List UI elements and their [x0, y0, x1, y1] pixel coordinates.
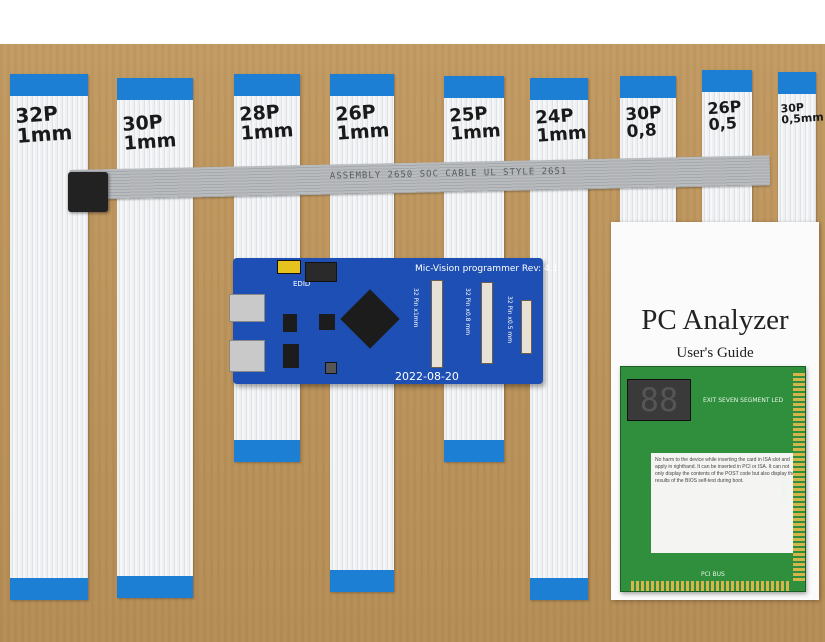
silk-32pin-0-8mm: 32 Pin x0.8 mm: [464, 288, 471, 336]
cable-label: 30P 0,5mm: [780, 100, 825, 127]
silk-32pin-1mm: 32 Pin x1mm: [412, 288, 419, 328]
board-date: 2022-08-20: [395, 370, 459, 383]
ribbon-print: ASSEMBLY 2650 SOC CABLE UL STYLE 2651: [329, 166, 568, 182]
idc-connector: [68, 172, 108, 212]
cable-label: 25P 1mm: [448, 103, 502, 145]
cable-stiffener-tab: [234, 74, 300, 96]
cable-label: 24P 1mm: [534, 105, 588, 147]
pin-header: [305, 262, 337, 282]
manual-subtitle: User's Guide: [676, 345, 754, 361]
silk-32pin-0-5mm: 32 Pin x0.5 mm: [506, 296, 513, 344]
cable-stiffener-tab: [117, 576, 193, 598]
cable-label: 30P 0,8: [624, 102, 663, 143]
seven-segment-display: 88: [627, 379, 691, 421]
cable-label: 30P 1mm: [121, 111, 178, 155]
cable-stiffener-tab: [10, 578, 88, 600]
usb-port-top: [229, 294, 265, 322]
ffc-cable-26p-0-5: 26P 0,5: [702, 70, 752, 222]
ffc-cable-32p: 32P 1mm: [10, 74, 88, 600]
regulator: [283, 344, 299, 368]
small-ic: [319, 314, 335, 330]
cable-stiffener-tab: [444, 76, 504, 98]
cable-stiffener-tab: [702, 70, 752, 92]
small-ic: [283, 314, 297, 332]
post-diagnostic-card: 88 EXIT SEVEN SEGMENT LED No harm to the…: [620, 366, 806, 592]
reset-button: [325, 362, 337, 374]
ffc-cable-30p: 30P 1mm: [117, 78, 193, 598]
cable-stiffener-tab: [234, 440, 300, 462]
white-background-top: [0, 0, 825, 44]
warning-sticker: No harm to the device while inserting th…: [651, 453, 799, 553]
cable-stiffener-tab: [530, 578, 588, 600]
ffc-cable-30p-0-5: 30P 0,5mm: [778, 72, 824, 222]
board-title: Mic-Vision programmer Rev: 4.1: [415, 264, 559, 274]
cable-stiffener-tab: [330, 570, 394, 592]
usb-port-bottom: [229, 340, 265, 372]
cable-label: 26P 1mm: [334, 101, 391, 145]
ffc-cable-30p-0-8: 30P 0,8: [620, 76, 676, 222]
programmer-board: Mic-Vision programmer Rev: 4.1 2022-08-2…: [229, 258, 558, 384]
cable-stiffener-tab: [330, 74, 394, 96]
pcb-silk-isa: ISA BUS: [779, 476, 787, 501]
fpc-connector-1mm: [431, 280, 443, 368]
cable-stiffener-tab: [117, 78, 193, 100]
fpc-connector-0-5mm: [521, 300, 532, 354]
pcb-silk-top: EXIT SEVEN SEGMENT LED: [703, 397, 784, 404]
isa-gold-fingers: [793, 373, 805, 583]
pci-gold-fingers: [631, 581, 791, 591]
main-microcontroller: [340, 289, 400, 349]
cable-label: 28P 1mm: [238, 101, 295, 145]
manual-title: PC Analyzer: [641, 304, 789, 336]
cable-stiffener-tab: [620, 76, 676, 98]
cable-stiffener-tab: [10, 74, 88, 96]
cable-label: 26P 0,5: [706, 96, 743, 135]
board-edid-label: EDID: [293, 280, 311, 288]
pcb-silk-pci: PCI BUS: [701, 571, 725, 578]
cable-stiffener-tab: [530, 78, 588, 100]
cable-stiffener-tab: [444, 440, 504, 462]
cable-label: 32P 1mm: [14, 101, 74, 148]
fpc-connector-0-8mm: [481, 282, 493, 364]
cable-stiffener-tab: [778, 72, 816, 94]
jumper-block: [277, 260, 301, 274]
